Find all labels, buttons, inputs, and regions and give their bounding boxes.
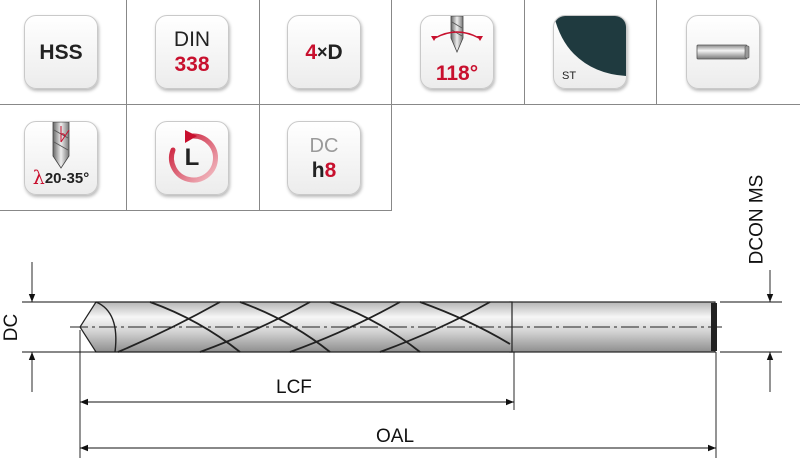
material-hss-icon: HSS xyxy=(24,15,98,89)
standard-number: 338 xyxy=(174,53,210,76)
drill-point-icon xyxy=(431,16,483,54)
shank-cylinder-icon xyxy=(696,44,750,60)
helix-angle-icon: λ 20-35° xyxy=(24,121,98,195)
surface-label: ST xyxy=(562,70,577,82)
standard-din-icon: DIN 338 xyxy=(155,15,229,89)
point-angle-value: 118° xyxy=(435,62,479,85)
tolerance-letter: h xyxy=(311,158,325,182)
length-ratio-unit: D xyxy=(327,40,343,64)
tolerance-icon: DC h 8 xyxy=(287,121,361,195)
surface-swatch-icon xyxy=(554,16,626,76)
left-rotation-icon: L xyxy=(155,121,229,195)
oal-label: OAL xyxy=(376,426,415,447)
lcf-label: LCF xyxy=(276,377,312,398)
spec-grid-lines xyxy=(0,0,800,211)
helix-symbol: λ xyxy=(32,167,45,189)
dcon-label: DCON MS xyxy=(746,174,768,265)
standard-name: DIN xyxy=(173,28,211,51)
point-angle-icon: 118° xyxy=(420,15,494,89)
length-ratio-icon: 4 × D xyxy=(287,15,361,89)
rotation-letter: L xyxy=(184,144,200,171)
surface-treatment-icon: ST xyxy=(553,15,627,89)
length-ratio-times: × xyxy=(317,42,328,62)
tolerance-dim: DC xyxy=(309,134,339,157)
tolerance-grade: 8 xyxy=(324,158,337,182)
rotation-arrow-icon xyxy=(169,130,218,183)
material-label: HSS xyxy=(39,40,83,64)
dc-label: DC xyxy=(1,313,23,342)
helix-drill-icon xyxy=(52,122,70,169)
helix-angle-value: 20-35° xyxy=(44,170,90,187)
cylindrical-shank-icon xyxy=(686,15,760,89)
length-ratio-number: 4 xyxy=(305,40,317,64)
dimension-lines xyxy=(22,262,782,458)
